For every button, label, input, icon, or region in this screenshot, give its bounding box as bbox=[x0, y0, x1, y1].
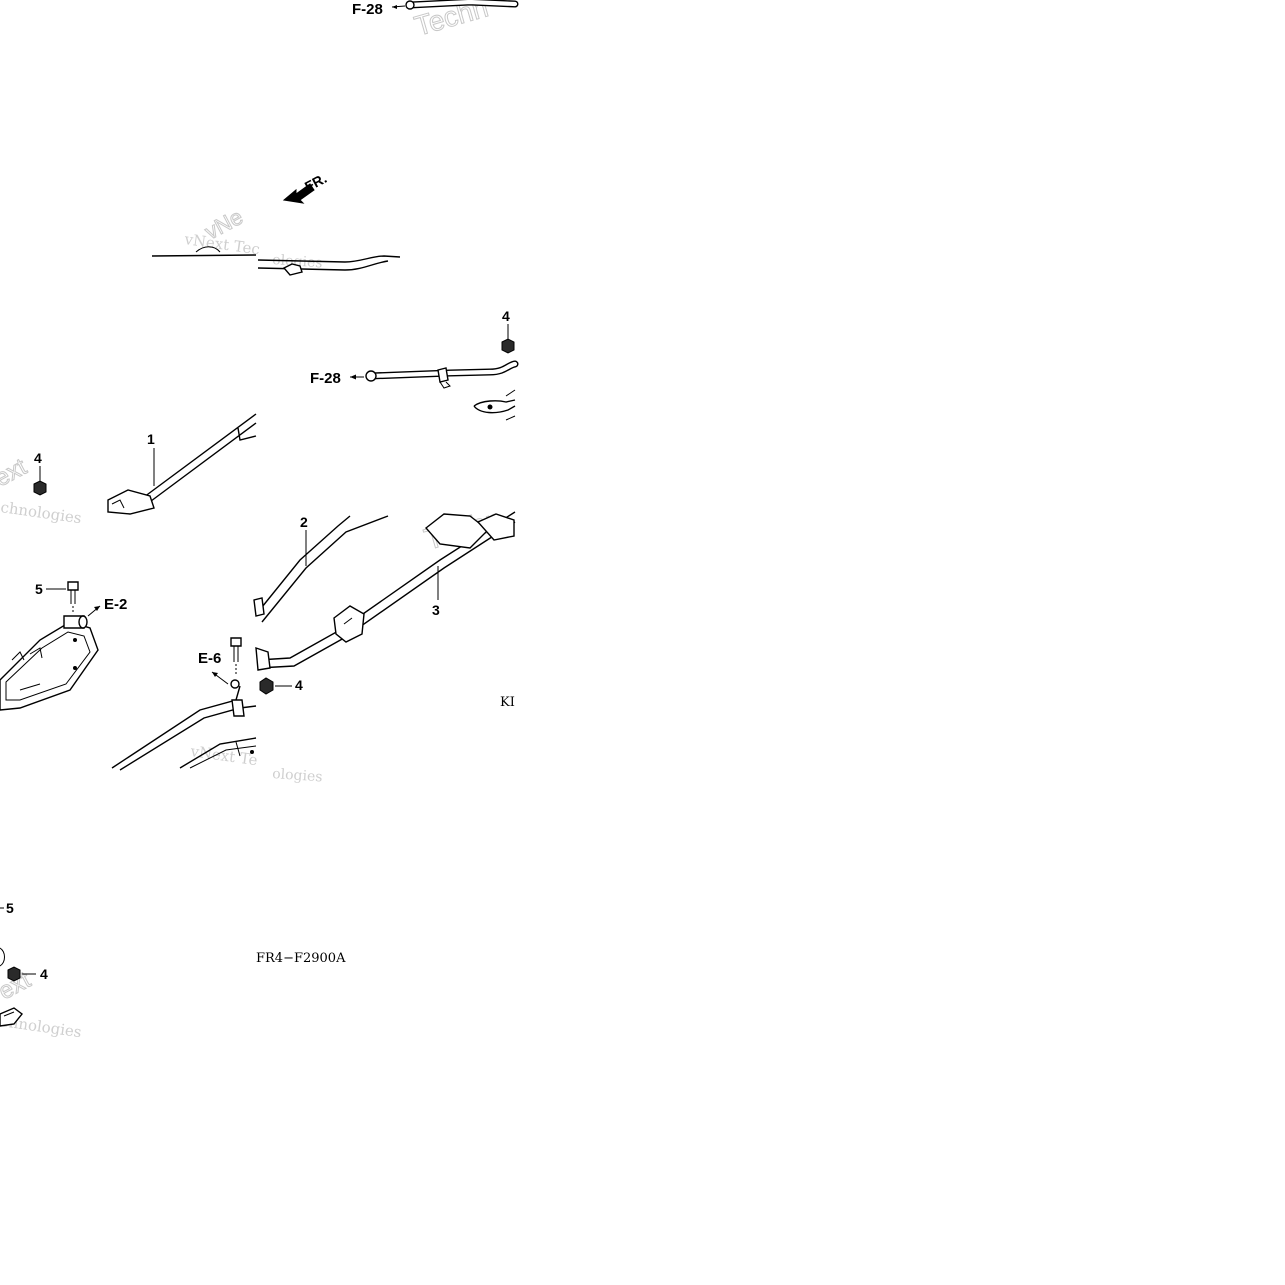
callout-part-1: 1 bbox=[147, 431, 155, 447]
nut-4 bbox=[259, 677, 292, 695]
callout-part-4: 4 bbox=[295, 677, 303, 693]
ref-f28-top: F-28 bbox=[352, 1, 383, 18]
bolt-e6 bbox=[230, 637, 242, 676]
fuel-tray-bracket bbox=[0, 615, 99, 711]
pipe-top-stub bbox=[391, 0, 519, 10]
e2-arrow bbox=[87, 605, 101, 617]
callout-part-5: 5 bbox=[6, 900, 14, 916]
diagram-code: FR4−F2900A bbox=[256, 951, 346, 966]
fuel-pipe-2 bbox=[253, 515, 389, 623]
fuel-pipe-1 bbox=[107, 413, 257, 515]
nut-4 bbox=[501, 324, 515, 354]
callout-part-5: 5 bbox=[35, 581, 43, 597]
bottom-left-fragment bbox=[0, 947, 36, 1027]
callout-part-4: 4 bbox=[34, 450, 42, 466]
fuel-pipe-upper bbox=[350, 360, 519, 421]
diagram-code-truncated: KI bbox=[500, 695, 515, 710]
nut-4 bbox=[33, 466, 47, 496]
watermark: ologies bbox=[272, 766, 323, 785]
watermark: chnologies bbox=[0, 498, 83, 527]
fuel-pipe-lower bbox=[111, 679, 257, 771]
e6-arrow bbox=[211, 671, 229, 685]
watermark: vNext Te bbox=[188, 742, 258, 769]
ref-e2: E-2 bbox=[104, 596, 127, 613]
callout-part-3: 3 bbox=[432, 602, 440, 618]
callout-part-2: 2 bbox=[300, 514, 308, 530]
watermark: ext bbox=[0, 453, 31, 492]
pipe-fragment-tile-edge bbox=[151, 246, 401, 276]
fuel-pipe-3 bbox=[255, 511, 516, 671]
front-direction-arrow bbox=[282, 183, 315, 204]
bolt-5 bbox=[46, 581, 79, 614]
callout-part-4: 4 bbox=[502, 308, 510, 324]
watermark: ologies bbox=[272, 252, 323, 271]
ref-e6: E-6 bbox=[198, 650, 221, 667]
ref-f28-mid: F-28 bbox=[310, 370, 341, 387]
callout-part-4: 4 bbox=[40, 966, 48, 982]
